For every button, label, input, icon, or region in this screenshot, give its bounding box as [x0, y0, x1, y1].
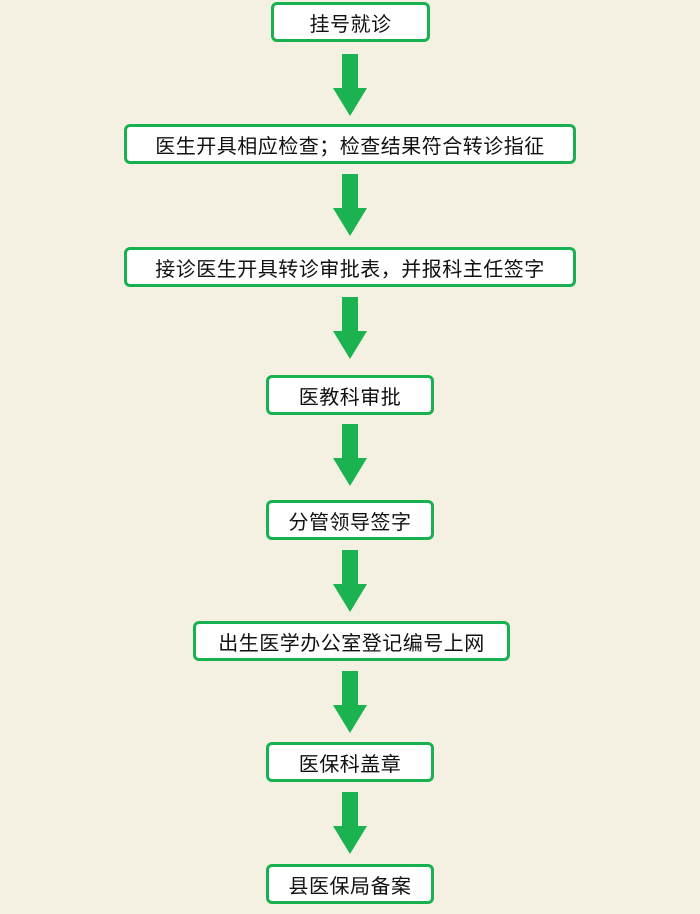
down-arrow-icon [333, 174, 367, 236]
down-arrow-icon [333, 550, 367, 612]
step-county-insurance-filing: 县医保局备案 [266, 864, 434, 904]
down-arrow-icon [333, 671, 367, 733]
step-referral-approval-form: 接诊医生开具转诊审批表，并报科主任签字 [124, 247, 576, 287]
step-birth-office-registration: 出生医学办公室登记编号上网 [193, 621, 510, 661]
down-arrow-icon [333, 54, 367, 116]
step-leader-signature: 分管领导签字 [266, 500, 434, 540]
step-insurance-stamp: 医保科盖章 [266, 742, 434, 782]
down-arrow-icon [333, 297, 367, 359]
down-arrow-icon [333, 424, 367, 486]
step-medical-affairs-approval: 医教科审批 [266, 375, 434, 415]
down-arrow-icon [333, 792, 367, 854]
step-register: 挂号就诊 [271, 2, 430, 42]
step-doctor-examination: 医生开具相应检查；检查结果符合转诊指征 [124, 124, 576, 164]
